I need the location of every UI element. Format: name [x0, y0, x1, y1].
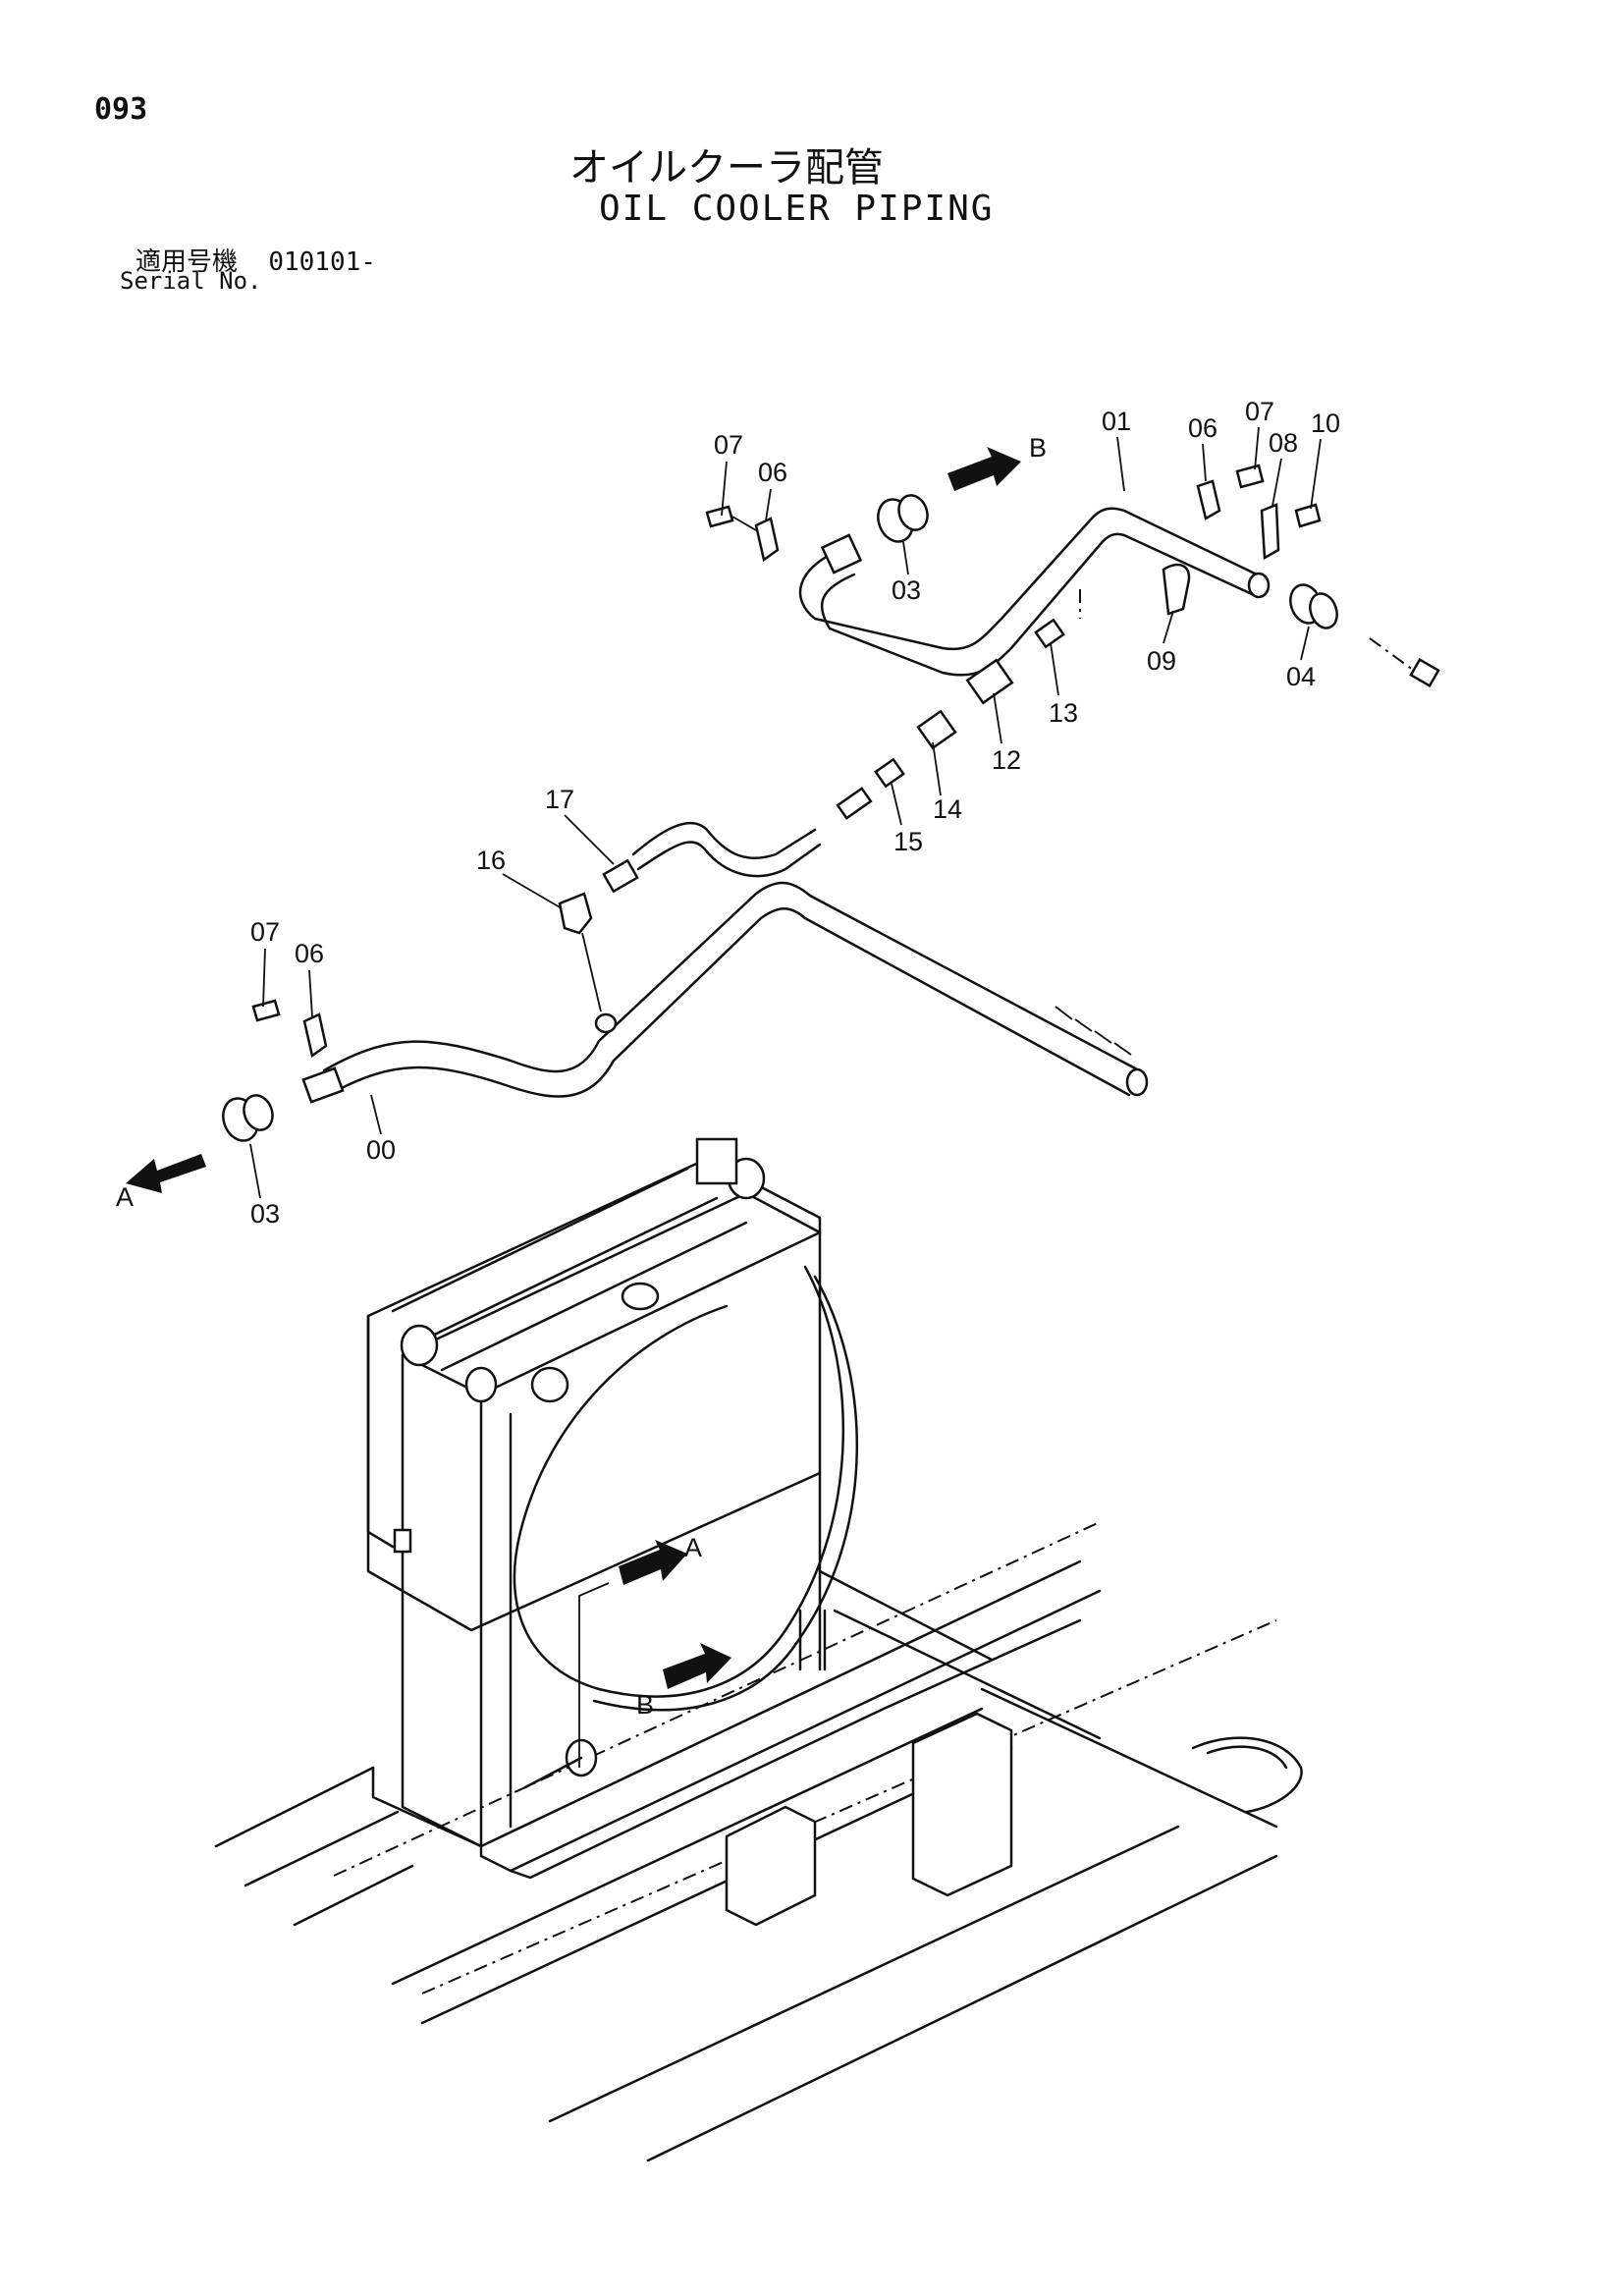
bolt-07-upper-left	[705, 505, 734, 528]
filler-cap	[621, 1282, 660, 1311]
callout-13: 13	[1049, 698, 1078, 728]
callout-14: 14	[933, 794, 962, 824]
callout-16: 16	[476, 846, 506, 875]
callout-07-upper-right: 07	[1245, 397, 1274, 426]
fan-shroud	[513, 1265, 845, 1698]
arrow-a-radiator	[619, 1540, 687, 1585]
lift-ring	[1191, 1736, 1303, 1814]
callout-labels: 07 06 03 B 01 06 07 08 10 09 04 13 12 14…	[116, 397, 1340, 1720]
callout-08: 08	[1269, 428, 1298, 458]
fitting-12	[965, 658, 1014, 705]
bracket-08	[1260, 503, 1280, 561]
callout-03-upper: 03	[892, 575, 921, 605]
nut-17	[602, 858, 639, 894]
title-english: OIL COOLER PIPING	[599, 189, 995, 229]
pipe-end-socket	[820, 533, 863, 574]
block-front	[725, 1805, 817, 1927]
upper-pipe-assembly	[705, 447, 1440, 820]
callout-00: 00	[366, 1135, 396, 1165]
callout-07-upper-left: 07	[714, 430, 743, 460]
pipe-end-opening	[1247, 572, 1271, 599]
clamp-06-upper-left	[754, 517, 780, 563]
arrow-a-left	[126, 1154, 206, 1193]
arrow-b-radiator	[663, 1643, 731, 1689]
radiator-unit	[214, 1137, 1303, 2162]
title-japanese: オイルクーラ配管	[569, 145, 884, 191]
callout-06-lower: 06	[295, 939, 324, 968]
callout-12: 12	[992, 745, 1021, 775]
pipe-00	[322, 881, 1141, 1073]
block-side	[911, 1712, 1013, 1897]
callout-17: 17	[545, 785, 574, 814]
serial-value: 010101-	[268, 247, 376, 277]
serial-label-en: Serial No.	[120, 267, 262, 295]
callout-09: 09	[1147, 646, 1176, 676]
callout-b-radiator: B	[636, 1690, 654, 1720]
fitting-15	[874, 757, 905, 789]
serial-label-jp: 適用号機	[135, 247, 239, 277]
tank-cap-left	[400, 1324, 439, 1367]
lower-pipe-assembly	[126, 821, 1149, 1193]
fitting-13	[1034, 618, 1065, 649]
bolt-07-upper-right	[1235, 464, 1265, 489]
pipe-port	[594, 1012, 618, 1034]
hose-17	[631, 821, 817, 859]
clamp-09	[1162, 563, 1191, 616]
nut-10	[1294, 503, 1322, 528]
arrow-b-upper	[947, 447, 1021, 491]
clamp-06-lower	[302, 1012, 328, 1059]
callout-b-upper: B	[1029, 433, 1047, 463]
fitting-14	[916, 709, 957, 750]
serial-number-row: 適用号機 010101-	[135, 242, 376, 278]
elbow-16	[558, 892, 593, 935]
bolt-07-lower	[251, 999, 281, 1022]
callout-a-left: A	[116, 1182, 134, 1212]
clamp-06-upper-right	[1196, 479, 1221, 520]
callout-a-radiator: A	[684, 1533, 702, 1562]
callout-15: 15	[893, 827, 923, 856]
callout-10: 10	[1311, 409, 1340, 438]
pipe-end-socket-lower	[301, 1066, 345, 1104]
hose-fitting	[836, 787, 873, 820]
callout-06-upper-right: 06	[1188, 413, 1217, 443]
page-number: 093	[94, 92, 148, 127]
callout-03-lower: 03	[250, 1199, 280, 1229]
callout-07-lower: 07	[250, 917, 280, 947]
callout-01: 01	[1102, 407, 1131, 436]
callout-04: 04	[1286, 662, 1316, 691]
callout-06-upper-left: 06	[758, 458, 787, 487]
